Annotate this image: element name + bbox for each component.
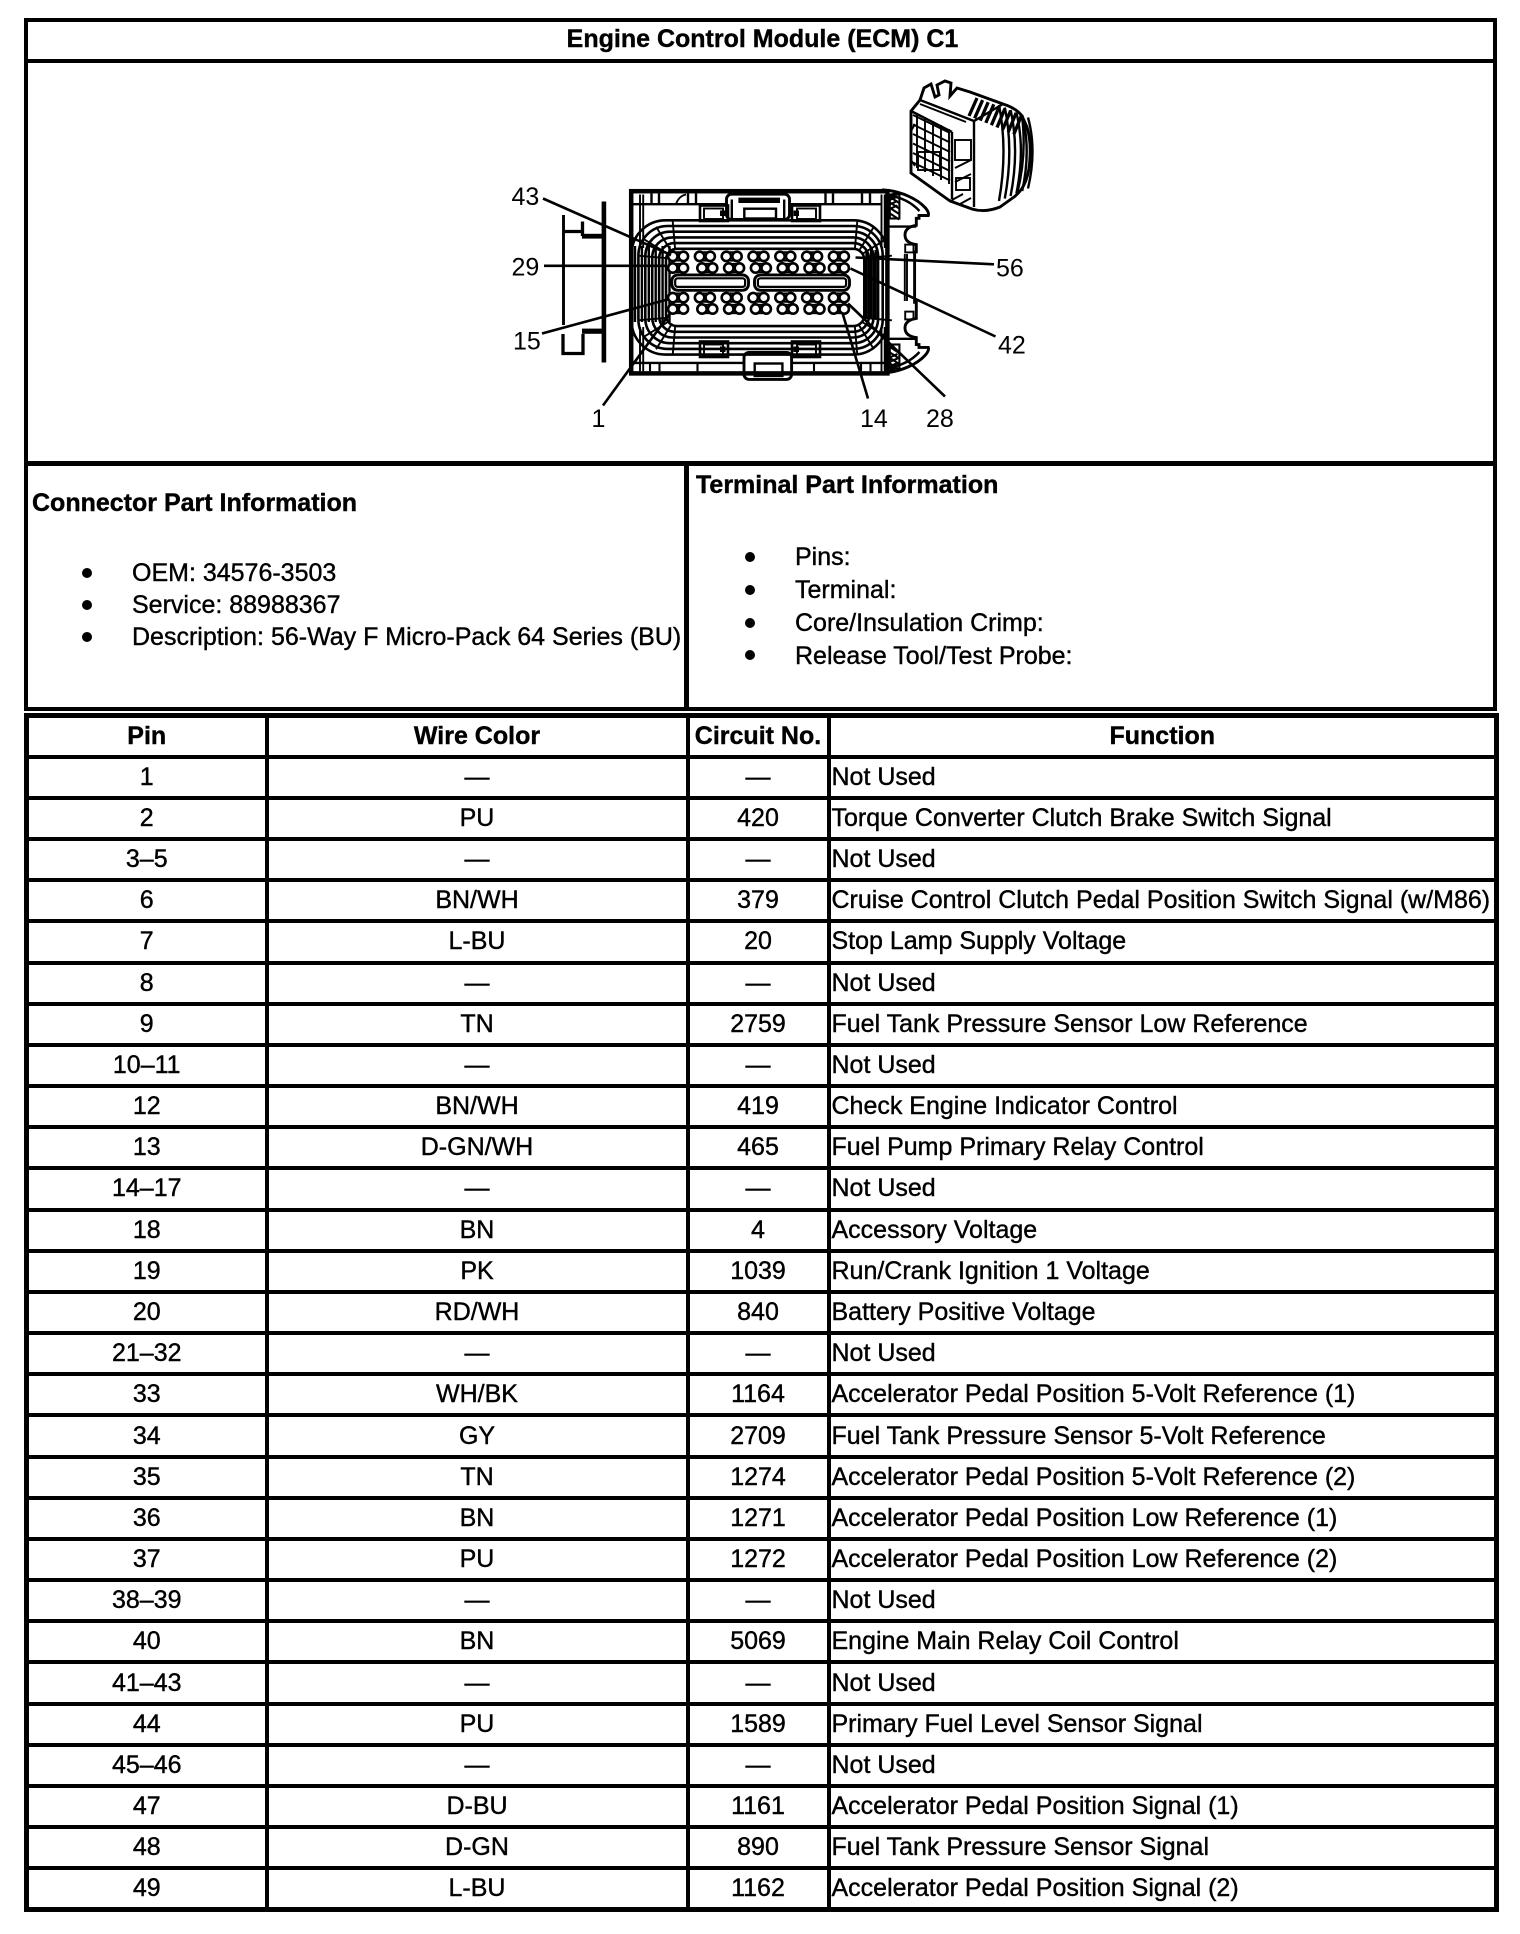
svg-text:15: 15 xyxy=(513,327,541,355)
svg-text:14: 14 xyxy=(860,405,888,433)
svg-text:29: 29 xyxy=(512,254,540,282)
svg-text:43: 43 xyxy=(512,183,540,211)
svg-text:56: 56 xyxy=(996,255,1024,283)
svg-text:1: 1 xyxy=(592,405,606,433)
svg-text:42: 42 xyxy=(998,332,1026,360)
svg-text:28: 28 xyxy=(926,405,954,433)
